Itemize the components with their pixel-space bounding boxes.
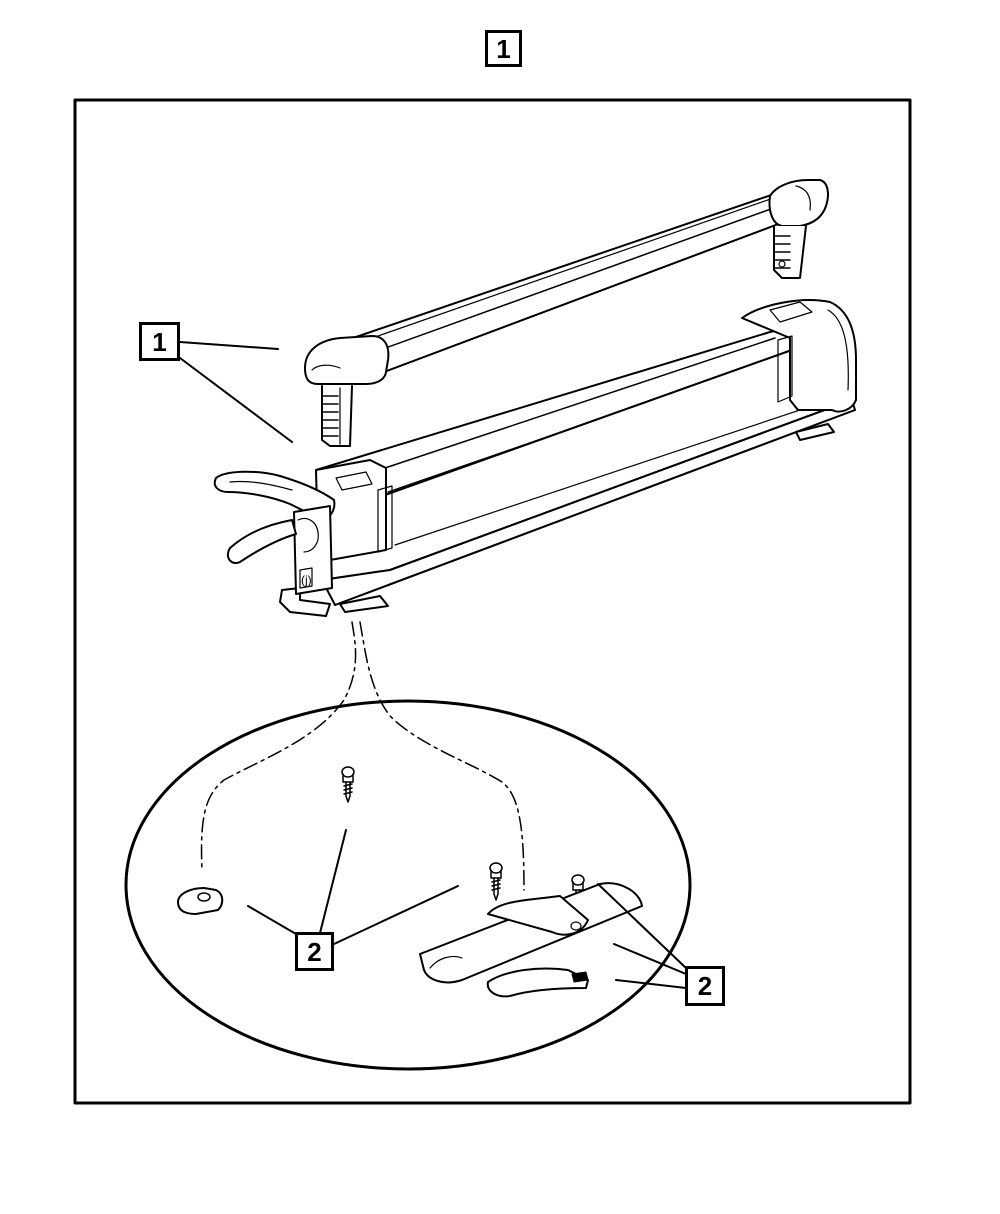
detail-phantom-line-right <box>359 621 525 891</box>
leader-line-1b <box>179 357 293 443</box>
detail-ellipse <box>124 699 692 1071</box>
mounting-clamp <box>419 882 643 998</box>
header-callout: 1 <box>485 30 522 67</box>
nut-plate <box>177 887 224 915</box>
leader-line-2d <box>597 883 687 969</box>
screw-left <box>341 766 355 803</box>
screw-middle <box>489 862 503 901</box>
base-bar: (j) <box>213 299 857 617</box>
callout-mount-hardware-left: 2 <box>295 932 334 971</box>
leader-line-1a <box>179 341 279 350</box>
callout-mount-hardware-right: 2 <box>685 966 725 1006</box>
diagram-frame <box>73 98 912 1105</box>
svg-text:(j): (j) <box>301 573 312 587</box>
detail-phantom-line-left <box>200 621 357 871</box>
callout-rack-assembly: 1 <box>139 322 180 361</box>
leader-line-2f <box>615 979 687 989</box>
leader-line-2b <box>247 905 297 935</box>
leader-line-2c <box>333 885 459 945</box>
leader-line-2e <box>613 943 687 975</box>
upper-clamp-bar <box>304 179 829 447</box>
leader-line-2a <box>319 829 347 934</box>
